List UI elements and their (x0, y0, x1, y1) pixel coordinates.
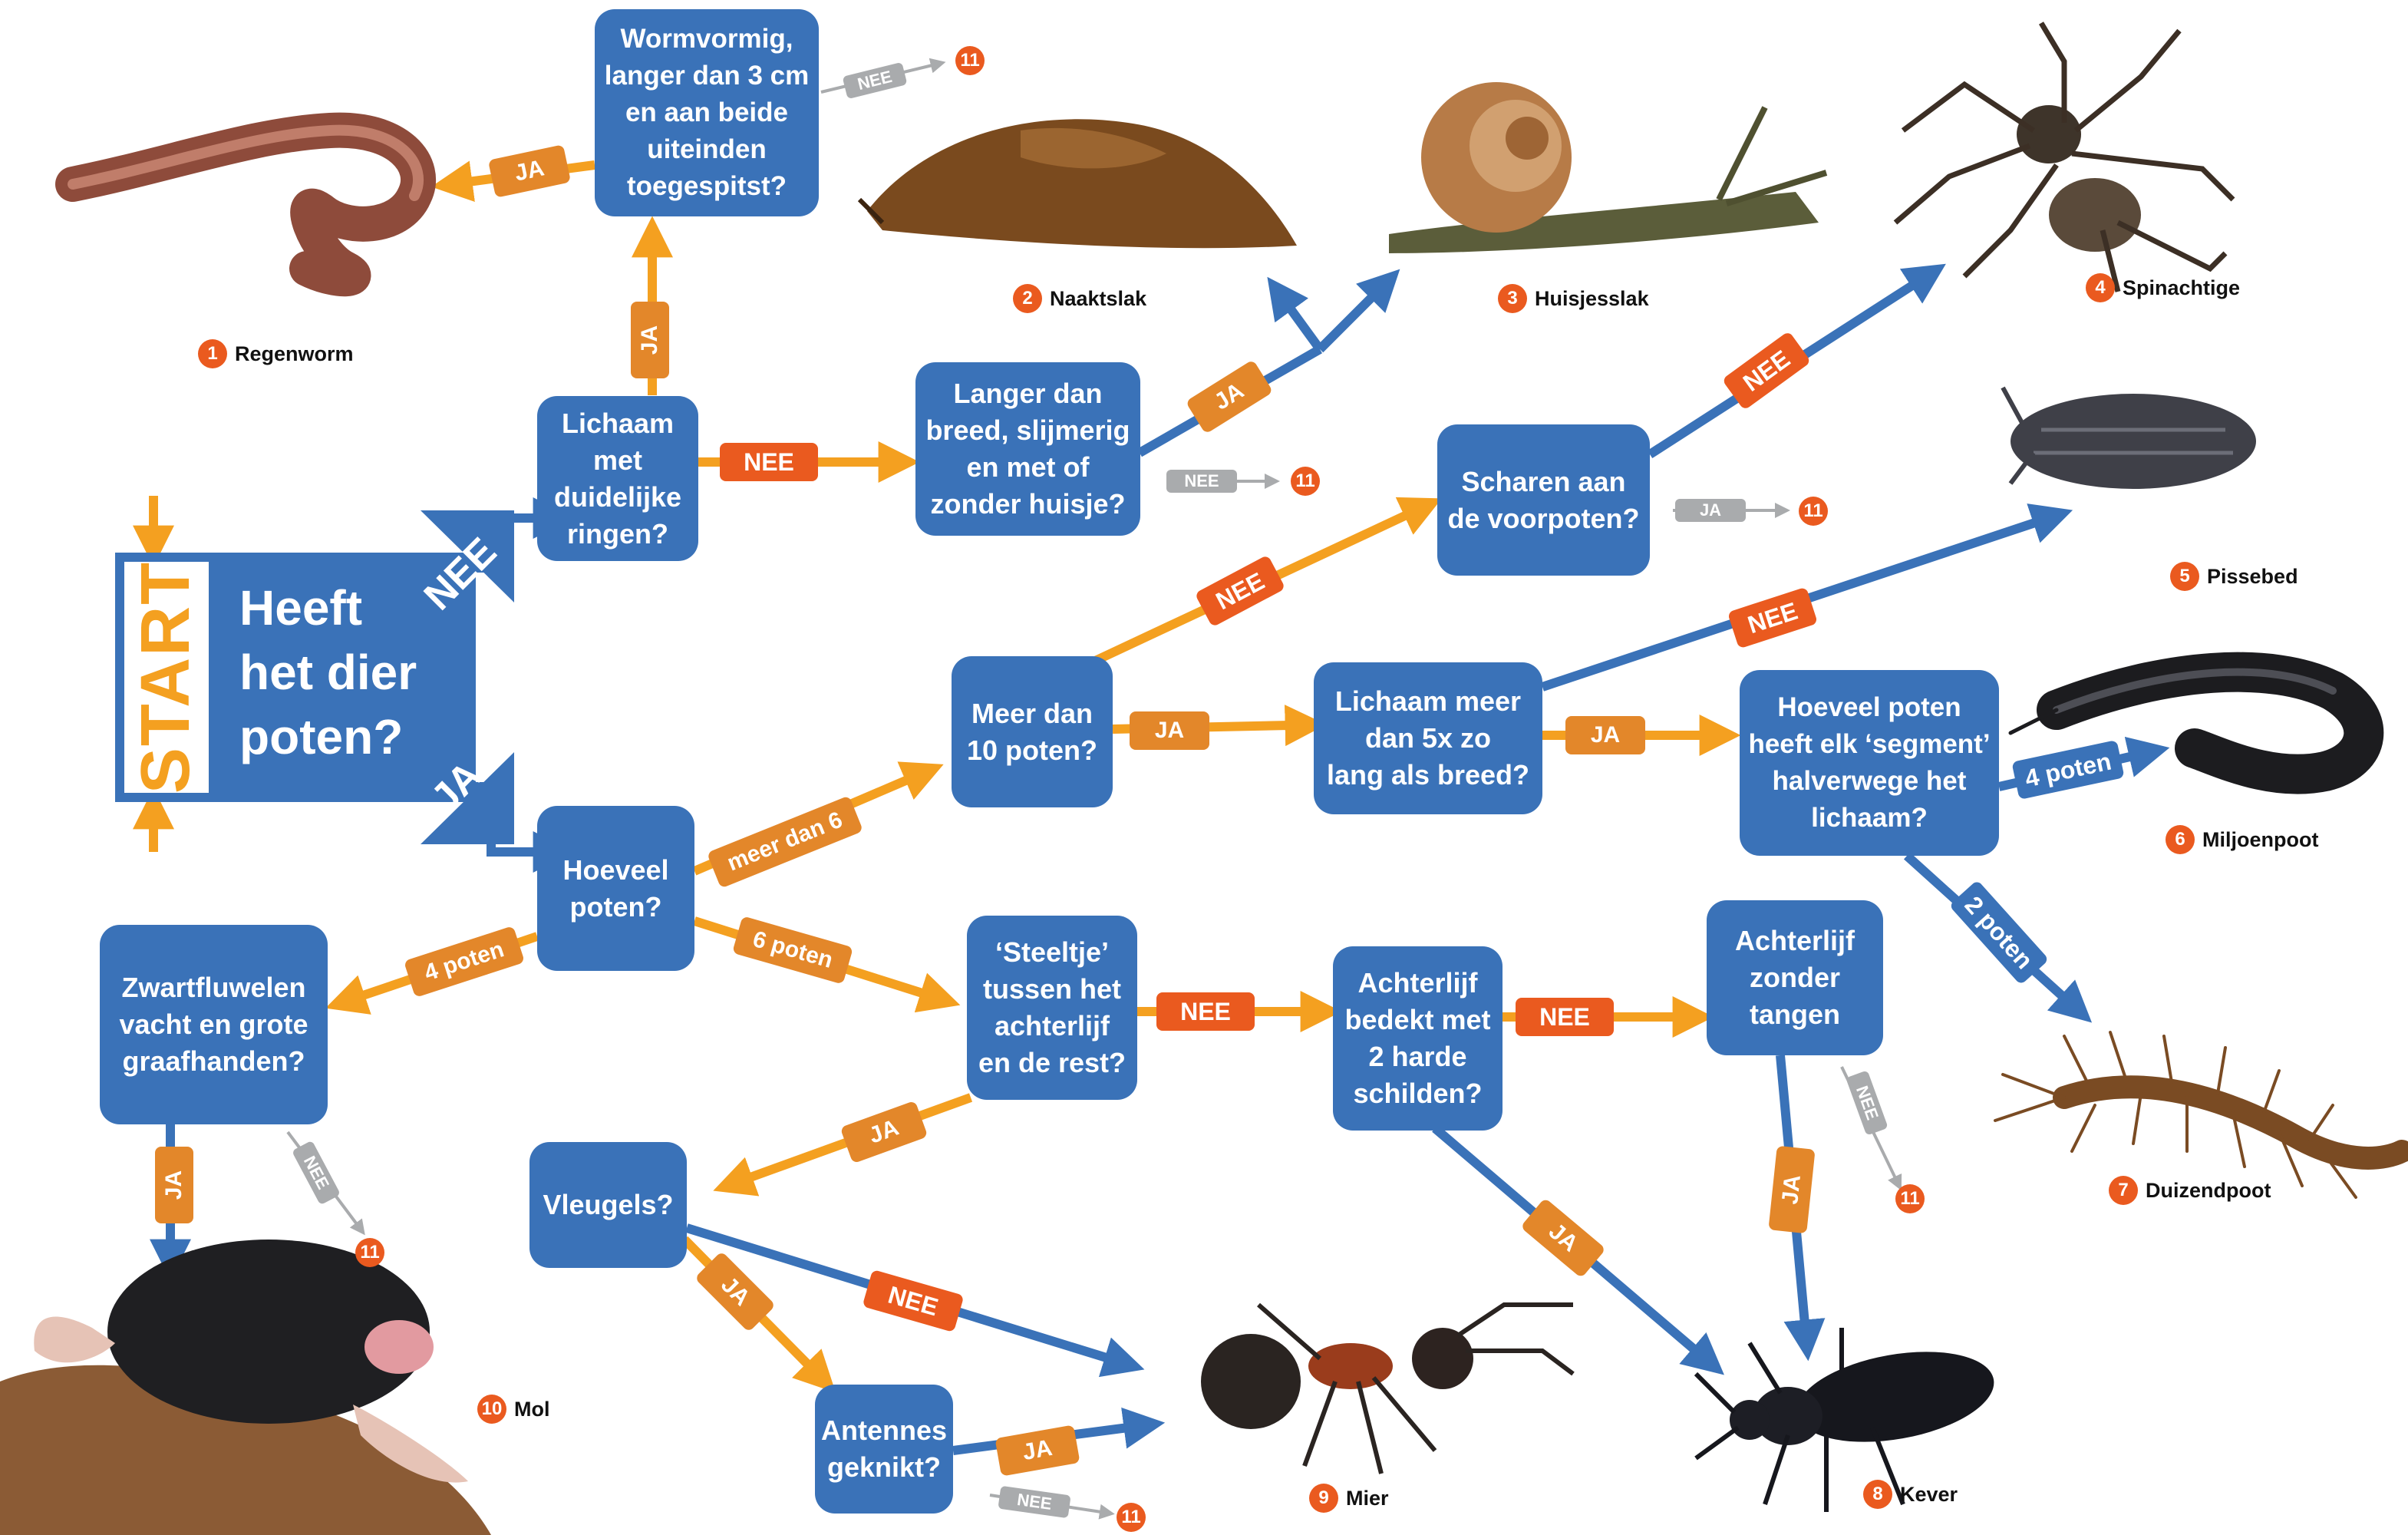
caption-pissebed: 5 Pissebed (2170, 562, 2298, 591)
question-stalk[interactable]: ‘Steeltje’ tussen het achterlijf en de r… (967, 916, 1137, 1100)
number-badge: 4 (2086, 273, 2115, 302)
mier-illustration (1201, 1302, 1575, 1474)
start-strip: START (124, 560, 209, 794)
start-question: Heeft het dier poten? (239, 580, 417, 764)
duizendpoot-illustration (1994, 1031, 2408, 1199)
caption-mol: 10 Mol (477, 1395, 550, 1424)
huisjesslak-illustration (1389, 82, 1828, 253)
label-stalk-nee: NEE (1156, 992, 1255, 1031)
number-badge: 6 (2166, 825, 2195, 854)
question-ten[interactable]: Meer dan 10 poten? (952, 656, 1113, 807)
question-claws[interactable]: Scharen aan de voorpoten? (1437, 424, 1650, 576)
animal-name: Mier (1346, 1486, 1389, 1510)
caption-duizendpoot: 7 Duizendpoot (2109, 1176, 2271, 1205)
mol-illustration (0, 1240, 491, 1535)
caption-huisjesslak: 3 Huisjesslak (1498, 284, 1649, 313)
label-rings-ja: JA (631, 302, 669, 378)
number-badge: 2 (1013, 284, 1042, 313)
start-block[interactable]: START Heeft het dier poten? (115, 553, 476, 802)
caption-naaktslak: 2 Naaktslak (1013, 284, 1146, 313)
ref-11-worm[interactable]: 11 (955, 46, 985, 75)
spinachtige-illustration (1893, 21, 2235, 292)
animal-name: Mol (514, 1397, 550, 1421)
caption-regenworm: 1 Regenworm (198, 339, 354, 368)
kever-illustration (1694, 1328, 1994, 1512)
question-long[interactable]: Lichaam meer dan 5x zo lang als breed? (1314, 662, 1542, 814)
question-segment[interactable]: Hoeveel poten heeft elk ‘segment’ halver… (1740, 670, 1999, 856)
ref-11-slime[interactable]: 11 (1291, 467, 1320, 496)
number-badge: 5 (2170, 562, 2199, 591)
question-shields[interactable]: Achterlijf bedekt met 2 harde schilden? (1333, 946, 1503, 1131)
label-slime-nee: NEE (1166, 470, 1237, 493)
animal-name: Naaktslak (1050, 286, 1147, 310)
arrow-fork-to-naaktslak (1267, 276, 1324, 352)
animal-name: Kever (1900, 1482, 1958, 1506)
regenworm-illustration (55, 112, 436, 297)
animal-name: Regenworm (235, 342, 354, 365)
naaktslak-illustration (857, 119, 1297, 249)
pissebed-illustration (2001, 386, 2256, 489)
caption-kever: 8 Kever (1863, 1480, 1958, 1509)
question-slime[interactable]: Langer dan breed, slijmerig en met of zo… (915, 362, 1140, 536)
start-tag: START (127, 560, 205, 794)
question-antennae[interactable]: Antennes geknikt? (815, 1385, 953, 1514)
label-shields-nee: NEE (1516, 998, 1614, 1036)
caption-miljoenpoot: 6 Miljoenpoot (2166, 825, 2318, 854)
animal-name: Miljoenpoot (2202, 827, 2319, 851)
question-mole[interactable]: Zwartfluwelen vacht en grote graafhanden… (100, 925, 328, 1124)
number-badge: 1 (198, 339, 227, 368)
arrow-fork-to-huisjesslak (1316, 269, 1400, 353)
animal-name: Duizendpoot (2146, 1178, 2271, 1202)
question-wings[interactable]: Vleugels? (529, 1142, 687, 1268)
animal-name: Pissebed (2207, 564, 2298, 588)
caption-mier: 9 Mier (1309, 1484, 1389, 1513)
label-rings-nee: NEE (720, 443, 818, 481)
label-long-ja: JA (1565, 716, 1645, 754)
number-badge: 3 (1498, 284, 1527, 313)
caption-spinachtige: 4 Spinachtige (2086, 273, 2240, 302)
ref-11-claws[interactable]: 11 (1799, 497, 1828, 526)
animal-name: Huisjesslak (1535, 286, 1649, 310)
miljoenpoot-illustration (2008, 652, 2384, 794)
label-ten-ja: JA (1130, 711, 1209, 750)
ref-11-mole[interactable]: 11 (355, 1238, 384, 1267)
ref-11-antennae[interactable]: 11 (1117, 1503, 1146, 1532)
number-badge: 7 (2109, 1176, 2138, 1205)
label-claws-ja: JA (1675, 499, 1746, 522)
ref-11-pincers[interactable]: 11 (1895, 1184, 1925, 1213)
question-pincers[interactable]: Achterlijf zonder tangen (1707, 900, 1883, 1055)
number-badge: 10 (477, 1395, 506, 1424)
question-worm[interactable]: Wormvormig, langer dan 3 cm en aan beide… (595, 9, 819, 216)
question-howmany[interactable]: Hoeveel poten? (537, 806, 694, 971)
animal-name: Spinachtige (2123, 276, 2241, 299)
number-badge: 8 (1863, 1480, 1892, 1509)
label-mole-ja: JA (155, 1147, 193, 1223)
question-rings[interactable]: Lichaam met duidelijke ringen? (537, 396, 698, 561)
number-badge: 9 (1309, 1484, 1338, 1513)
